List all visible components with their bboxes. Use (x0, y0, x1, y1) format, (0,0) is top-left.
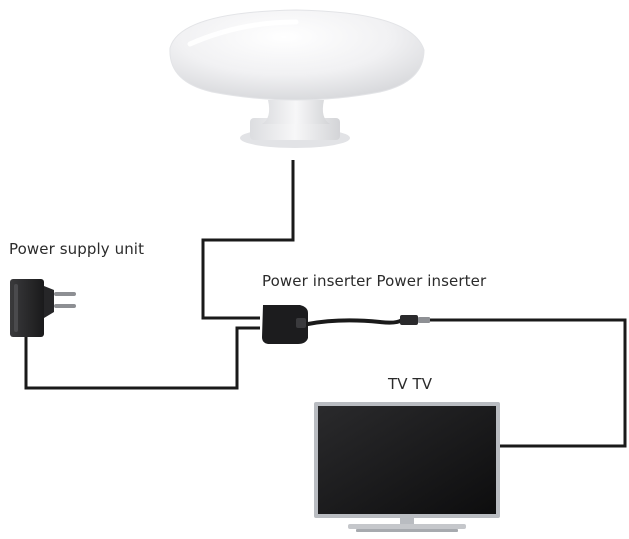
power-inserter-label: Power inserter Power inserter (262, 272, 487, 290)
tv-label: TV TV (388, 375, 433, 393)
cable-psu-to-inserter (24, 326, 260, 390)
cable-antenna-to-inserter (201, 160, 295, 320)
tv-icon (314, 402, 500, 532)
power-plug-icon (10, 279, 76, 337)
power-inserter-icon (262, 305, 430, 344)
cable-inserter-to-tv (430, 318, 627, 448)
power-supply-unit-label: Power supply unit (9, 240, 145, 258)
antenna-icon (169, 9, 425, 148)
cables (24, 160, 627, 448)
